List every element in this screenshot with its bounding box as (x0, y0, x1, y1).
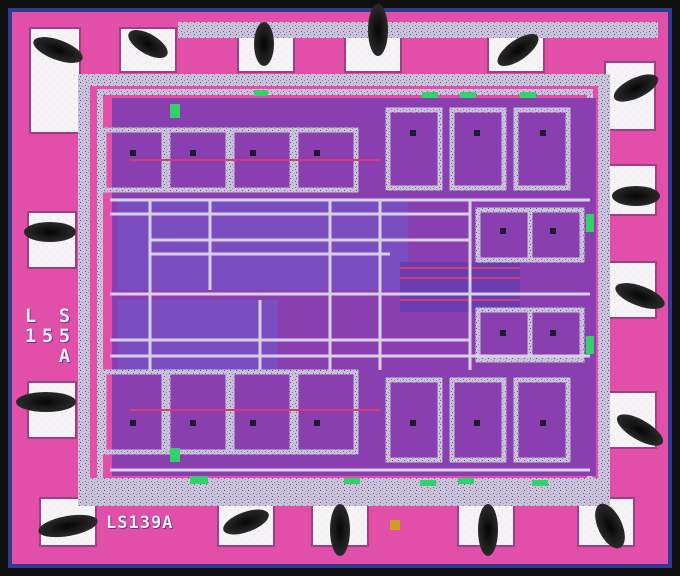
vertical-marking-right: S 5 A (58, 305, 72, 367)
bond-wires (16, 4, 665, 556)
core-logic (101, 90, 596, 486)
part-number-marking: LS139A (106, 513, 174, 533)
alignment-mark (390, 520, 400, 530)
vertical-marking-left: L 1 (24, 305, 38, 347)
vertical-marking-mid: 5 (41, 325, 55, 347)
